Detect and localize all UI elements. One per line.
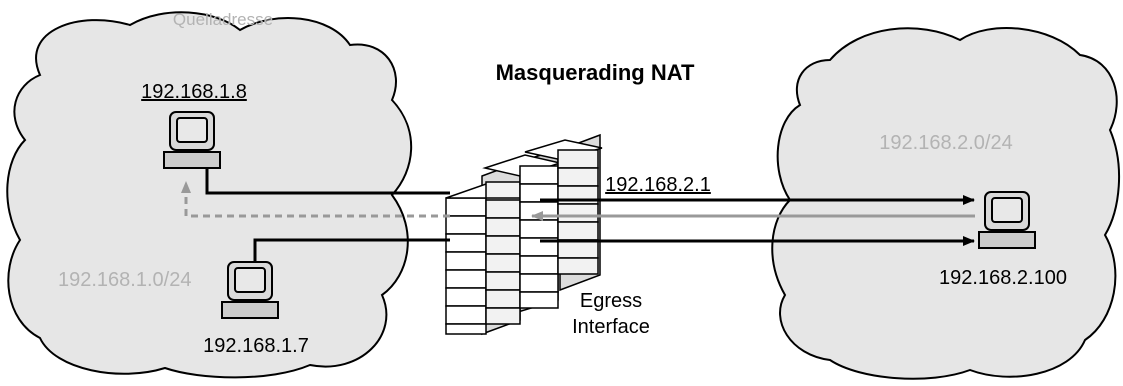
host-top-computer-icon: [163, 111, 221, 169]
link-host-bottom-to-firewall: [253, 238, 450, 262]
router-ip: 192.168.2.1: [605, 174, 711, 196]
firewall-wall: [445, 133, 603, 336]
egress-label-line1: Egress: [580, 290, 642, 312]
host-bottom-computer-icon: [221, 261, 279, 319]
right-host-ip: 192.168.2.100: [939, 267, 1067, 289]
left-subnet-label: 192.168.1.0/24: [58, 269, 191, 291]
left-network-cloud: [6, 11, 413, 379]
host-top-ip: 192.168.1.8: [141, 81, 247, 103]
right-network-cloud: [771, 27, 1120, 380]
host-right-computer-icon: [978, 191, 1036, 249]
host-bottom-ip: 192.168.1.7: [203, 335, 309, 357]
right-subnet-label: 192.168.2.0/24: [879, 132, 1012, 154]
egress-label-line2: Interface: [572, 316, 650, 338]
diagram-title: Masquerading NAT: [496, 60, 695, 85]
source-address-label: Quelladresse: [173, 10, 273, 29]
return-path-dashed: [181, 181, 450, 218]
